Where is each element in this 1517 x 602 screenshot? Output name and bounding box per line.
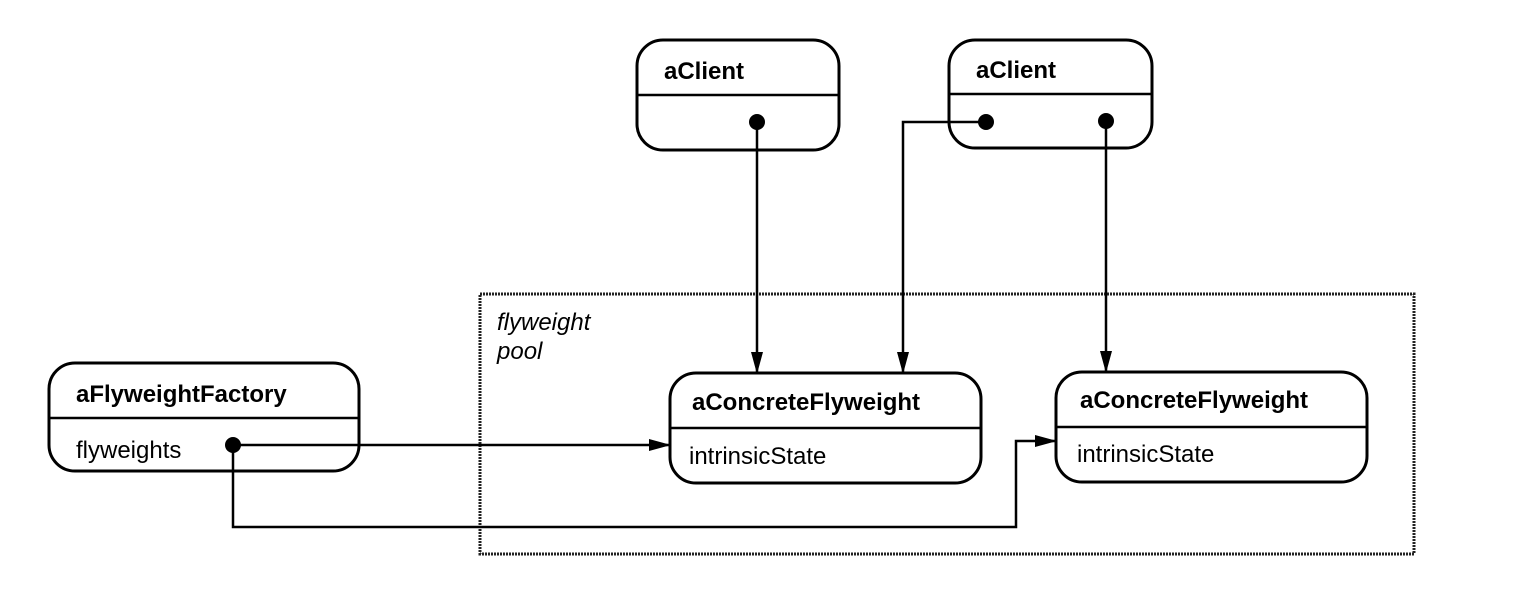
concrete-flyweight-object-1: aConcreteFlyweight intrinsicState bbox=[668, 371, 983, 485]
concrete-flyweight-object-2: aConcreteFlyweight intrinsicState bbox=[1054, 370, 1369, 484]
flyweight-pool-label-line1: flyweight bbox=[497, 309, 592, 336]
client1-reference-dot bbox=[749, 114, 765, 130]
client-object-2: aClient bbox=[947, 38, 1154, 150]
flyweight-pool-border bbox=[478, 292, 1416, 556]
reference-edges bbox=[231, 120, 1112, 529]
client-object-2-name: aClient bbox=[976, 57, 1056, 84]
concrete-flyweight-2-attribute: intrinsicState bbox=[1077, 441, 1214, 468]
concrete-flyweight-2-name: aConcreteFlyweight bbox=[1080, 387, 1308, 414]
reference-dots bbox=[225, 113, 1114, 453]
client-object-1-name: aClient bbox=[664, 58, 744, 85]
edge-factory-to-flyweight2 bbox=[231, 435, 1057, 529]
edge-client2-to-flyweight1 bbox=[897, 120, 986, 374]
client2-reference-dot-left bbox=[978, 114, 994, 130]
concrete-flyweight-1-attribute: intrinsicState bbox=[689, 443, 826, 470]
flyweight-factory-name: aFlyweightFactory bbox=[76, 381, 287, 408]
flyweight-pool: flyweight pool bbox=[478, 292, 1416, 556]
flyweight-factory-object: aFlyweightFactory flyweights bbox=[47, 361, 361, 473]
flyweight-factory-attribute: flyweights bbox=[76, 437, 181, 464]
flyweight-pool-label-line2: pool bbox=[496, 338, 543, 365]
client2-reference-dot-right bbox=[1098, 113, 1114, 129]
concrete-flyweight-1-name: aConcreteFlyweight bbox=[692, 389, 920, 416]
client-object-1: aClient bbox=[635, 38, 841, 152]
factory-flyweights-reference-dot bbox=[225, 437, 241, 453]
